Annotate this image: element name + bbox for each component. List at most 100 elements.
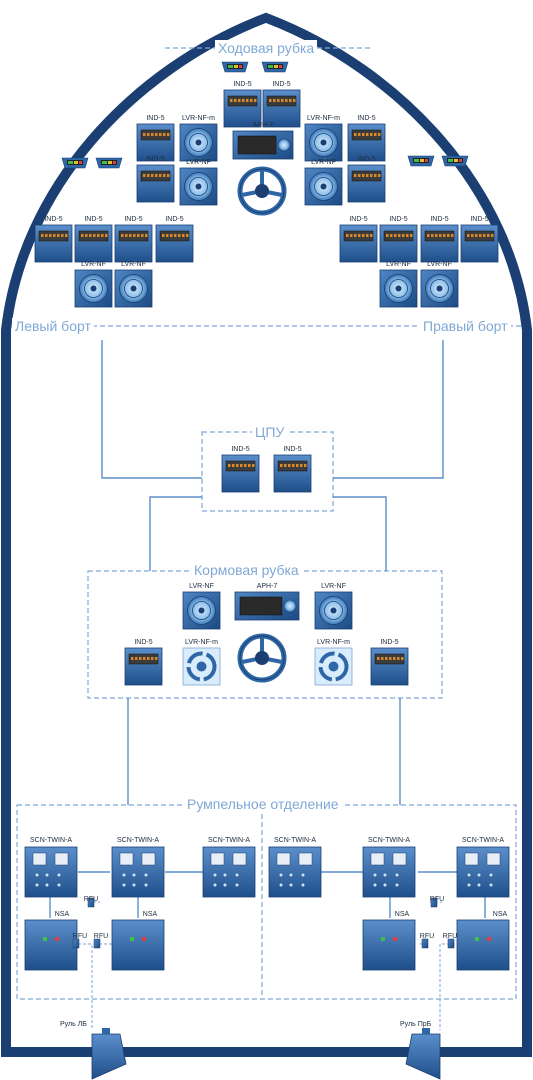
ind5-panel [370, 647, 409, 686]
rfu-label: RFU [442, 933, 458, 940]
rfu-label: RFU [429, 896, 445, 903]
ecr-label: ЦПУ [252, 424, 288, 440]
lever-m-label: LVR-NF-m [317, 639, 350, 646]
lever-panel [304, 123, 343, 162]
ind5-panel [155, 224, 194, 263]
ind5-label: IND-5 [231, 446, 250, 453]
starboard-side-label: Правый борт [420, 318, 511, 334]
indicator-gauge [441, 155, 469, 167]
ind5-label: IND-5 [146, 156, 165, 163]
scn-twin-a-label: SCN-TWIN-A [30, 837, 72, 844]
lever-panel [114, 269, 153, 308]
nsa-cabinet [362, 919, 416, 971]
ind5-label: IND-5 [165, 216, 184, 223]
lever-m-panel [182, 647, 221, 686]
ind5-label: IND-5 [84, 216, 103, 223]
rudder-blade [405, 1028, 441, 1080]
port-rudder-label: Руль ЛБ [60, 1021, 87, 1028]
aft-bridge-label: Кормовая рубка [191, 562, 302, 578]
ind5-label: IND-5 [44, 216, 63, 223]
lever-panel [179, 123, 218, 162]
ind5-panel [379, 224, 418, 263]
ind5-label: IND-5 [233, 81, 252, 88]
nsa-label: NSA [54, 911, 70, 918]
ind5-panel [136, 123, 175, 162]
aph7-label: APH-7 [252, 122, 274, 129]
rfu-label: RFU [93, 933, 109, 940]
ind5-label: IND-5 [146, 115, 165, 122]
steering-wheel [237, 166, 287, 216]
nsa-label: NSA [492, 911, 508, 918]
ind5-label: IND-5 [357, 115, 376, 122]
indicator-gauge [261, 61, 289, 73]
lever-panel [420, 269, 459, 308]
lever-panel [314, 591, 353, 630]
steering-room-label: Румпельное отделение [184, 796, 342, 812]
scn-twin-a-label: SCN-TWIN-A [462, 837, 504, 844]
ind5-panel [347, 123, 386, 162]
nsa-label: NSA [142, 911, 158, 918]
rudder-blade [91, 1028, 127, 1080]
scn-twin-a-cabinet [456, 846, 510, 898]
connection-lines [49, 340, 486, 918]
rfu-label: RFU [83, 896, 99, 903]
lever-label: LVR-NF [189, 583, 214, 590]
ind5-panel [223, 89, 262, 128]
scn-twin-a-label: SCN-TWIN-A [208, 837, 250, 844]
port-side-label: Левый борт [12, 318, 94, 334]
aph7-panel [234, 591, 300, 621]
lever-label: LVR-NF [311, 159, 336, 166]
lever-label: LVR-NF [81, 261, 106, 268]
aph7-panel [232, 130, 294, 160]
rfu-unit [447, 938, 455, 949]
rfu-unit [72, 938, 80, 949]
scn-twin-a-cabinet [24, 846, 78, 898]
lever-panel [182, 591, 221, 630]
nsa-cabinet [24, 919, 78, 971]
ind5-label: IND-5 [357, 156, 376, 163]
ind5-panel [262, 89, 301, 128]
lever-label: LVR-NF [321, 583, 346, 590]
ind5-panel [136, 164, 175, 203]
nsa-cabinet [456, 919, 510, 971]
rfu-unit [87, 897, 95, 908]
lever-label: LVR-NF [186, 159, 211, 166]
scn-twin-a-label: SCN-TWIN-A [368, 837, 410, 844]
rfu-unit [93, 938, 101, 949]
indicator-gauge [221, 61, 249, 73]
scn-twin-a-cabinet [111, 846, 165, 898]
ind5-panel [420, 224, 459, 263]
lever-panel [379, 269, 418, 308]
indicator-gauge [61, 157, 89, 169]
ind5-label: IND-5 [124, 216, 143, 223]
starboard-rudder-label: Руль ПрБ [400, 1021, 432, 1028]
ind5-label: IND-5 [272, 81, 291, 88]
indicator-gauge [407, 155, 435, 167]
scn-twin-a-cabinet [202, 846, 256, 898]
nsa-label: NSA [394, 911, 410, 918]
rfu-unit [430, 897, 438, 908]
rfu-label: RFU [419, 933, 435, 940]
lever-label: LVR-NF-m [182, 115, 215, 122]
ind5-label: IND-5 [349, 216, 368, 223]
steering-wheel [237, 633, 287, 683]
ind5-label: IND-5 [430, 216, 449, 223]
ind5-panel [339, 224, 378, 263]
ind5-panel [347, 164, 386, 203]
ind5-panel [124, 647, 163, 686]
lever-label: LVR-NF [427, 261, 452, 268]
lever-panel [74, 269, 113, 308]
scn-twin-a-cabinet [362, 846, 416, 898]
ind5-panel [221, 454, 260, 493]
bridge-label: Ходовая рубка [215, 40, 318, 56]
ind5-panel [114, 224, 153, 263]
nsa-cabinet [111, 919, 165, 971]
ind5-label: IND-5 [380, 639, 399, 646]
rfu-unit [421, 938, 429, 949]
lever-label: LVR-NF [386, 261, 411, 268]
ind5-label: IND-5 [470, 216, 489, 223]
lever-label: LVR-NF-m [307, 115, 340, 122]
ind5-label: IND-5 [389, 216, 408, 223]
hull-outline [0, 12, 532, 1057]
